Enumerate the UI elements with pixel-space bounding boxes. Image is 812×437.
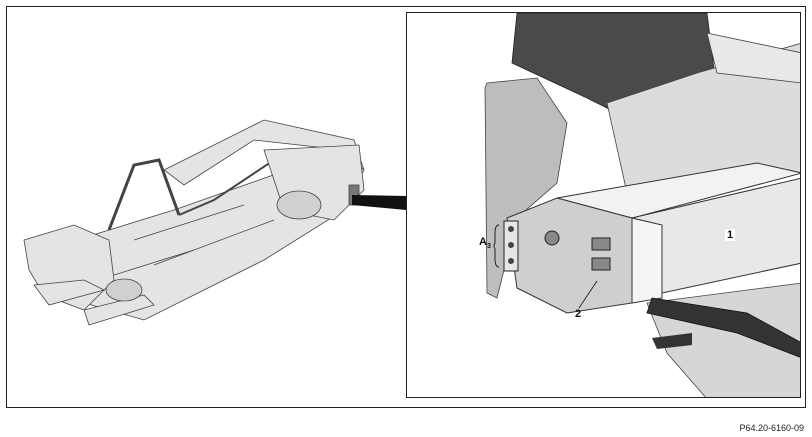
car-body-overview xyxy=(23,119,365,326)
front-wheel-arch xyxy=(105,278,143,302)
cross-member xyxy=(133,204,245,241)
end-cap xyxy=(631,217,663,304)
upper-rail xyxy=(706,32,800,84)
lower-tab xyxy=(652,333,692,349)
highlighted-rear-member xyxy=(348,184,360,206)
bracket-a3 xyxy=(493,224,500,268)
front-rail-left xyxy=(33,279,106,306)
detail-inset: 1 2 A3 xyxy=(406,12,801,398)
bolt xyxy=(508,226,514,232)
figure-id: P64.20-6160-09 xyxy=(739,423,804,433)
mounting-hole xyxy=(544,230,560,246)
door-frame xyxy=(178,159,275,216)
bolt xyxy=(508,242,514,248)
front-end-piece-2 xyxy=(506,197,633,314)
rear-wheel-arch xyxy=(276,190,322,220)
callout-a3: A3 xyxy=(479,236,491,251)
detail-drawing xyxy=(484,13,800,397)
windshield-frame xyxy=(107,158,181,231)
leader-line-2 xyxy=(578,280,598,309)
callout-2: 2 xyxy=(575,308,582,320)
slot-hole xyxy=(591,257,611,271)
callout-1: 1 xyxy=(725,229,736,241)
lower-bracket-dark xyxy=(646,297,800,358)
bolt xyxy=(508,258,514,264)
cross-member xyxy=(113,249,195,276)
cross-member xyxy=(153,219,275,266)
slot-hole xyxy=(591,237,611,251)
